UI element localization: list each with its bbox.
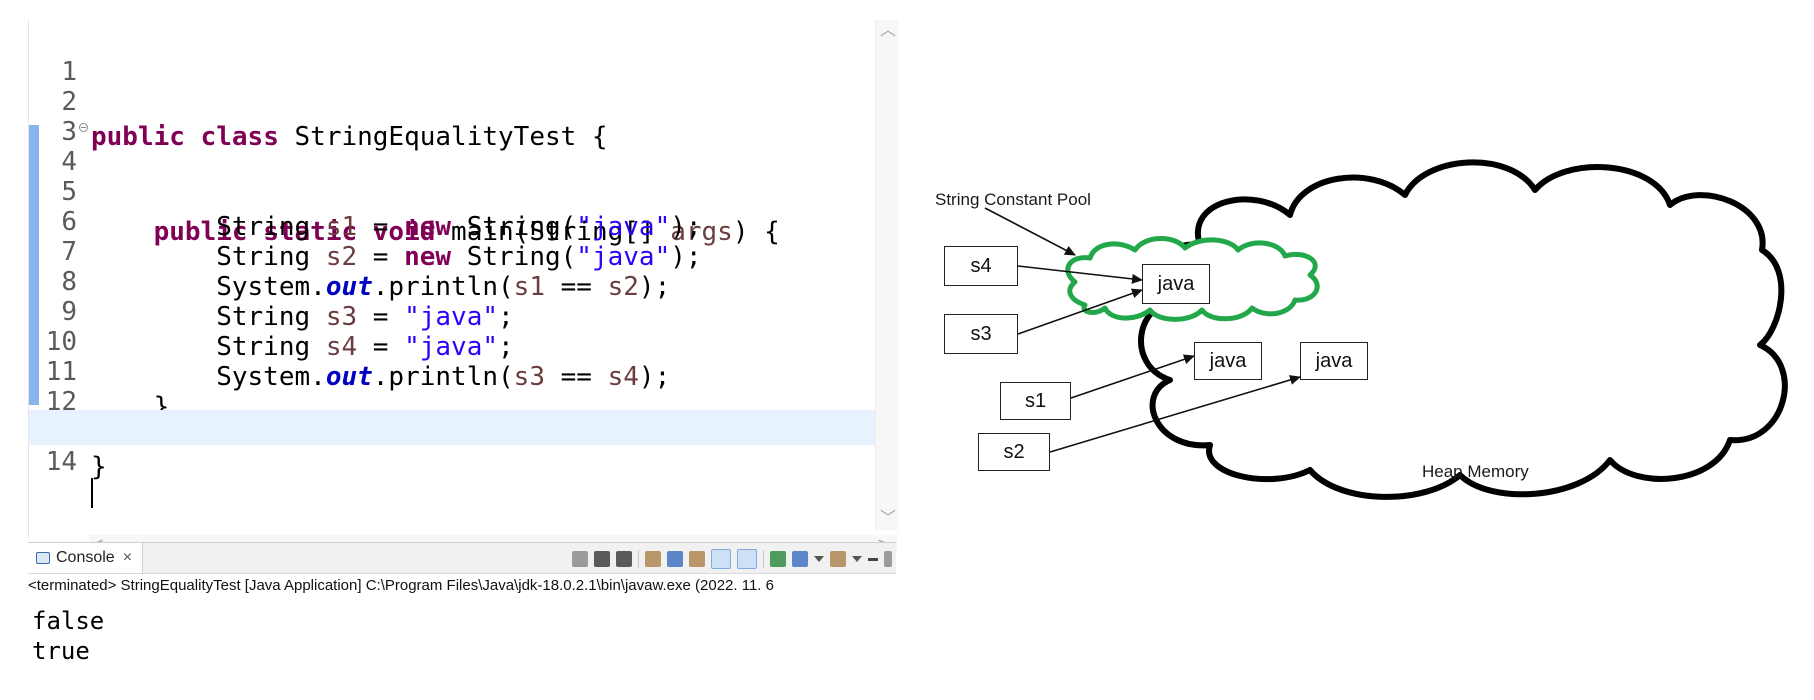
tab-label: Console — [56, 549, 115, 566]
chevron-down-icon[interactable] — [814, 556, 824, 562]
code-editor[interactable]: 1 2 public class StringEqualityTest { 3 … — [28, 20, 898, 555]
terminate-icon[interactable] — [572, 551, 588, 567]
code-line-5[interactable]: 5 String s1 = new String("java"); — [29, 140, 875, 242]
s3-reference-arrow — [1017, 288, 1143, 335]
line-number: 14 — [45, 447, 77, 477]
line-number: 6 — [61, 207, 77, 237]
console-status-line: <terminated> StringEqualityTest [Java Ap… — [28, 577, 774, 594]
line-code: System.out.println(s1 == s2); — [91, 272, 671, 302]
line-code: String s3 = "java"; — [91, 302, 514, 332]
remove-launch-icon[interactable] — [594, 551, 610, 567]
display-selected-console-icon[interactable] — [792, 551, 808, 567]
console-output-line: true — [32, 637, 90, 665]
heap-java-object-2: java — [1300, 342, 1368, 380]
console-tab-bar: Console × — [28, 543, 896, 574]
line-code: String s4 = "java"; — [91, 332, 514, 362]
scroll-up-icon[interactable]: ︿ — [880, 20, 897, 39]
line-code: System.out.println(s3 == s4); — [91, 362, 671, 392]
clear-console-icon[interactable] — [645, 551, 661, 567]
word-wrap-icon[interactable] — [689, 551, 705, 567]
code-line-6[interactable]: 6 String s2 = new String("java"); — [29, 170, 875, 272]
line-number: 4 — [61, 147, 77, 177]
line-code: String s1 = new String("java"); — [91, 212, 702, 242]
line-number: 1 — [61, 57, 77, 87]
text-caret — [91, 478, 93, 508]
heap-java-object-1: java — [1194, 342, 1262, 380]
string-constant-pool-label: String Constant Pool — [935, 190, 1091, 209]
line-number: 11 — [45, 357, 77, 387]
show-on-stdout-icon[interactable] — [711, 549, 731, 569]
scroll-down-icon[interactable]: ﹀ — [880, 508, 897, 527]
console-output-line: false — [32, 607, 105, 635]
code-line-7[interactable]: 7 System.out.println(s1 == s2); — [29, 200, 875, 302]
ref-s2-box: s2 — [978, 433, 1050, 471]
line-code: public static void main(String[] args) { — [153, 217, 780, 247]
line-number: 5 — [61, 177, 77, 207]
line-number: 7 — [61, 237, 77, 267]
code-line-1[interactable]: 1 — [29, 20, 875, 87]
string-memory-diagram: String Constant Pool Heap Memory s4 s3 s… — [900, 0, 1814, 696]
line-number: 8 — [61, 267, 77, 297]
pool-java-object: java — [1142, 264, 1210, 304]
vertical-scrollbar[interactable]: ︿ ﹀ — [875, 20, 898, 530]
code-line-9[interactable]: 9 String s4 = "java"; — [29, 260, 875, 362]
line-number: 10 — [45, 327, 77, 357]
minimize-icon[interactable] — [868, 557, 878, 561]
remove-all-terminated-icon[interactable] — [616, 551, 632, 567]
line-number: 2 — [61, 87, 77, 117]
ref-s4-box: s4 — [944, 246, 1018, 286]
s2-reference-arrow — [1049, 375, 1301, 453]
line-code: } — [91, 450, 107, 485]
tab-console[interactable]: Console × — [28, 543, 144, 573]
fold-collapse-icon[interactable] — [79, 123, 88, 132]
open-console-icon[interactable] — [830, 551, 846, 567]
line-number: 3 — [61, 117, 77, 147]
show-on-stderr-icon[interactable] — [737, 549, 757, 569]
s1-reference-arrow — [1070, 354, 1195, 399]
s4-reference-arrow — [1017, 265, 1143, 284]
scroll-lock-icon[interactable] — [667, 551, 683, 567]
heap-cloud-outline — [1138, 159, 1788, 500]
toolbar-separator — [763, 550, 764, 568]
code-line-14-current[interactable]: 14 — [29, 410, 875, 477]
code-line-3[interactable]: 3 — [29, 80, 875, 147]
ref-s3-box: s3 — [944, 314, 1018, 354]
pin-console-icon[interactable] — [770, 551, 786, 567]
line-code: public class StringEqualityTest { — [91, 122, 608, 152]
chevron-down-icon[interactable] — [852, 556, 862, 562]
diagram-canvas — [984, 159, 1788, 500]
line-code: String s2 = new String("java"); — [91, 242, 702, 272]
maximize-icon[interactable] — [884, 551, 892, 567]
close-icon[interactable]: × — [122, 549, 133, 566]
change-indicator-bar — [29, 125, 39, 405]
code-line-8[interactable]: 8 String s3 = "java"; — [29, 230, 875, 332]
console-view[interactable]: Console × <terminated> StringEqualityTes… — [28, 542, 896, 697]
pool-label-arrow — [984, 207, 1076, 256]
ref-s1-box: s1 — [1000, 382, 1071, 420]
heap-memory-label: Heap Memory — [1422, 462, 1529, 481]
console-toolbar — [572, 549, 892, 569]
code-line-2[interactable]: 2 public class StringEqualityTest { — [29, 50, 875, 152]
toolbar-separator — [638, 550, 639, 568]
line-number: 9 — [61, 297, 77, 327]
console-icon — [36, 552, 50, 564]
code-line-10[interactable]: 10 System.out.println(s3 == s4); — [29, 290, 875, 392]
code-area[interactable]: 1 2 public class StringEqualityTest { 3 … — [29, 20, 875, 530]
code-line-4[interactable]: 4 public static void main(String[] args)… — [29, 110, 875, 247]
